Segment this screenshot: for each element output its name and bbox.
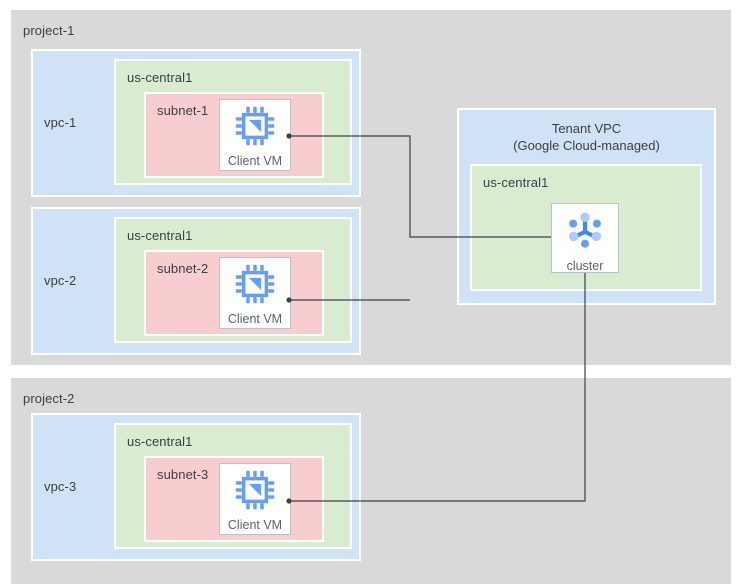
vpc-label: vpc-3 <box>44 479 77 494</box>
tenant-vpc-title-line1: Tenant VPC <box>551 121 622 136</box>
vpc-label: vpc-1 <box>44 115 77 130</box>
vm-chip-icon <box>234 105 276 152</box>
region-label: us-central1 <box>127 434 193 449</box>
node-label: Client VM <box>227 154 283 168</box>
node-label: cluster <box>566 259 604 273</box>
subnet-label: subnet-3 <box>157 467 209 482</box>
vm-chip-icon <box>234 469 276 516</box>
vm-chip-icon <box>234 263 276 310</box>
region-label: us-central1 <box>483 175 549 190</box>
tenant-vpc-title-line2: (Google Cloud-managed) <box>513 138 660 153</box>
region-label: us-central1 <box>127 70 193 85</box>
tenant-vpc-title: Tenant VPC (Google Cloud-managed) <box>459 120 714 154</box>
node-card-client-vm-2[interactable]: Client VM <box>219 257 291 329</box>
subnet-label: subnet-1 <box>157 103 209 118</box>
node-label: Client VM <box>227 518 283 532</box>
vpc-label: vpc-2 <box>44 273 77 288</box>
node-label: Client VM <box>227 312 283 326</box>
project-label: project-2 <box>23 391 75 406</box>
project-label: project-1 <box>23 23 75 38</box>
node-card-client-vm-3[interactable]: Client VM <box>219 463 291 535</box>
subnet-label: subnet-2 <box>157 261 209 276</box>
cluster-nodes-icon <box>563 209 607 256</box>
node-card-cluster[interactable]: cluster <box>551 203 619 273</box>
node-card-client-vm-1[interactable]: Client VM <box>219 99 291 171</box>
region-label: us-central1 <box>127 228 193 243</box>
